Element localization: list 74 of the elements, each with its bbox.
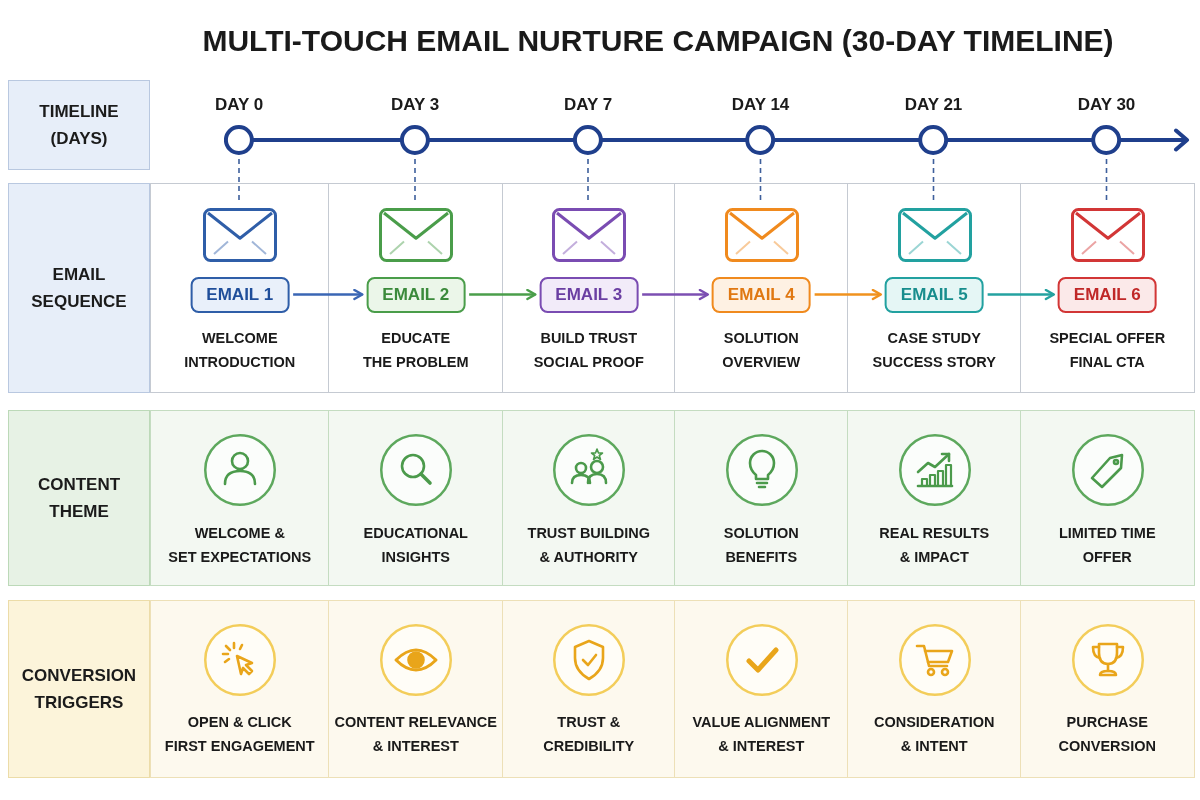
table-cell [1020, 600, 1195, 778]
cell-text: SPECIAL OFFER FINAL CTA [1049, 329, 1166, 370]
cell-text: VALUE ALIGNMENT & INTEREST [692, 713, 831, 754]
table-cell [502, 183, 676, 393]
arrow [469, 288, 537, 301]
table-cell [150, 183, 330, 393]
table-cell [502, 600, 676, 778]
day-label: DAY 21 [904, 95, 963, 114]
envelope-icon [203, 207, 277, 262]
email-badge: EMAIL 3 [539, 276, 639, 313]
envelope-icon [1070, 207, 1145, 262]
row-header-box [8, 600, 150, 778]
cell-text: WELCOME & SET EXPECTATIONS [168, 524, 312, 565]
envelope-icon [724, 207, 799, 262]
cell-text: EDUCATE THE PROBLEM [363, 329, 469, 370]
cell-text: CONTENT RELEVANCE & INTEREST [334, 713, 497, 754]
table-cell [847, 410, 1022, 586]
table-cell [502, 410, 676, 586]
row-header-text: CONTENT THEME [37, 475, 121, 521]
row-header-box [8, 80, 150, 170]
timeline-point [214, 95, 264, 155]
cell-text: OPEN & CLICK FIRST ENGAGEMENT [164, 713, 315, 754]
table-cell [150, 600, 330, 778]
table-cell [674, 410, 849, 586]
cell-text: REAL RESULTS & IMPACT [879, 524, 990, 565]
arrow [293, 288, 364, 301]
row-header-box [8, 410, 150, 586]
cell-text: LIMITED TIME OFFER [1058, 524, 1156, 565]
table-cell [328, 410, 504, 586]
cell-text: TRUST BUILDING & AUTHORITY [527, 524, 650, 565]
table-cell [674, 600, 849, 778]
day-label: DAY 7 [563, 95, 613, 114]
email-badge: EMAIL 6 [1057, 276, 1157, 313]
cell-text: EDUCATIONAL INSIGHTS [363, 524, 468, 565]
cell-text: SOLUTION BENEFITS [723, 524, 799, 565]
timeline-point [904, 95, 963, 155]
timeline-point [563, 95, 613, 155]
row-header-box [8, 183, 150, 393]
timeline-point [390, 95, 440, 155]
timeline-point [731, 95, 790, 155]
email-badge: EMAIL 5 [884, 276, 984, 313]
day-label: DAY 0 [214, 95, 264, 114]
day-label: DAY 3 [390, 95, 440, 114]
arrow [987, 288, 1056, 301]
table-cell [674, 183, 849, 393]
diagram-title: MULTI-TOUCH EMAIL NURTURE CAMPAIGN (30-DAY TIMELINE) [202, 24, 1114, 57]
envelope-icon [897, 207, 972, 262]
envelope-icon [379, 207, 453, 262]
table-cell [328, 600, 504, 778]
table-cell [1020, 410, 1195, 586]
email-badge: EMAIL 2 [366, 276, 466, 313]
email-badge: EMAIL 4 [711, 276, 811, 313]
table-cell [150, 410, 330, 586]
cell-text: CONSIDERATION & INTENT [873, 713, 995, 754]
envelope-icon [552, 207, 626, 262]
day-label: DAY 14 [731, 95, 790, 114]
email-badge: EMAIL 1 [190, 276, 290, 313]
arrow [814, 288, 883, 301]
table-cell [328, 183, 504, 393]
table-cell [1020, 183, 1195, 393]
table-cell [847, 600, 1022, 778]
cell-text: TRUST & CREDIBILITY [543, 713, 635, 754]
table-cell [847, 183, 1022, 393]
cell-text: PURCHASE CONVERSION [1058, 713, 1156, 754]
cell-text: CASE STUDY SUCCESS STORY [872, 329, 996, 370]
row-header-text: TIMELINE (DAYS) [39, 102, 119, 148]
row-header-text: CONVERSION TRIGGERS [21, 666, 137, 712]
cell-text: SOLUTION OVERVIEW [722, 329, 801, 370]
day-label: DAY 30 [1077, 95, 1136, 114]
arrow [642, 288, 710, 301]
cell-text: BUILD TRUST SOCIAL PROOF [533, 329, 644, 370]
timeline-point [1077, 95, 1136, 155]
cell-text: WELCOME INTRODUCTION [184, 329, 296, 370]
row-header-text: EMAIL SEQUENCE [31, 265, 127, 311]
